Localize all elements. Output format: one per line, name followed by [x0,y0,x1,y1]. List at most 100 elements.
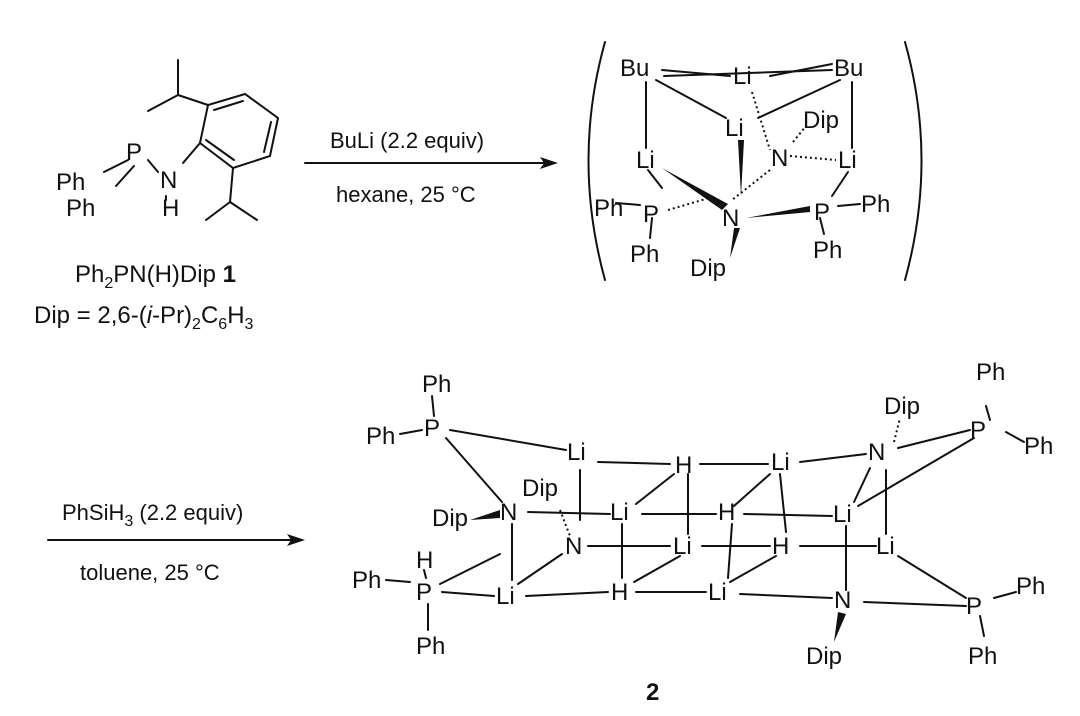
atom-li: Li [496,583,515,610]
bond [527,511,611,515]
bracket-left [587,41,606,281]
reaction-arrow-2: PhSiH3 (2.2 equiv) toluene, 25 °C [47,500,305,585]
isopropyl-bond [205,201,231,221]
phenyl-label: Ph [352,567,381,594]
bond [733,473,771,507]
bond [831,171,849,197]
hashed-bond [789,155,837,161]
dip-label: Dip [522,475,558,502]
atom-li: Li [708,579,727,606]
ring-double-bond [213,100,244,111]
bond [441,591,495,597]
bond [837,203,861,207]
atom-n: N [868,439,885,466]
atom-bu: Bu [834,55,863,82]
bond [663,69,833,77]
bond [1005,431,1025,443]
bond [517,553,563,585]
ring-double-bond [205,139,235,161]
atom-p: P [643,201,659,228]
atom-li: Li [610,499,629,526]
isopropyl-bond [229,167,234,203]
benzene-ring [198,92,280,170]
product-2-structure: Ph Ph P Li H Li N Dip Ph P Ph Dip Dip N … [352,359,1053,706]
atom-h: H [416,547,433,574]
wedge-bond [470,510,500,520]
atom-n: N [565,533,582,560]
bond [615,202,641,206]
p-n-bond [147,159,159,173]
atom-li: Li [567,439,586,466]
p-ph-bond [115,165,135,187]
atom-p: P [970,417,986,444]
bond [633,555,681,583]
bond [649,217,653,239]
step2-reagent: PhSiH3 (2.2 equiv) [62,500,243,530]
hashed-bond [751,91,771,151]
bond [819,217,825,235]
wedge-bond [738,140,744,196]
phenyl-label: Ph [416,633,445,660]
compound-1-structure: P N H Ph Ph [56,59,280,222]
bond [863,601,967,607]
bond [597,461,671,465]
step1-conditions: hexane, 25 °C [336,182,476,207]
bond [779,473,787,533]
phenyl-label: Ph [366,423,395,450]
phenyl-label: Ph [968,643,997,670]
bracket-right [904,41,923,281]
atom-h: H [772,533,789,560]
wedge-bond [834,612,846,642]
bond [385,579,411,583]
phenyl-label: Ph [1024,433,1053,460]
bond [423,569,427,579]
atom-n: N [160,167,177,194]
atom-p: P [966,593,982,620]
phenyl-label: Ph [422,371,451,398]
compound-1-name: Ph2PN(H)Dip 1 [75,261,236,292]
bond [897,429,971,449]
dip-label: Dip [432,505,468,532]
bond [743,513,833,517]
atom-n: N [771,145,788,172]
atom-li: Li [636,147,655,174]
phenyl-label: Ph [976,359,1005,386]
atom-p: P [424,415,440,442]
bond [729,555,777,583]
atom-h: H [611,579,628,606]
bond [525,591,609,597]
atom-n: N [500,499,517,526]
hashed-bond [893,417,901,443]
bond [853,467,871,503]
atom-li: Li [771,449,790,476]
phenyl-label: Ph [56,169,85,196]
lithium-intermediate: Bu Li Bu Li Dip Li N Li Ph P N P Ph Ph D… [587,41,923,282]
n-aryl-bond [182,142,201,164]
atom-li: Li [733,63,752,90]
bond [635,473,675,505]
dip-label: Dip [803,107,839,134]
atom-p: P [126,139,142,166]
phenyl-label: Ph [630,241,659,268]
wedge-bond [662,168,728,210]
compound-2-label: 2 [646,679,659,706]
phenyl-label: Ph [594,195,623,222]
bond [445,437,503,503]
atom-li: Li [838,147,857,174]
phenyl-label: Ph [861,191,890,218]
atom-h: H [718,499,735,526]
atom-h: H [162,195,179,222]
bond [799,453,867,463]
dip-label: Dip [690,255,726,282]
bond [979,615,985,637]
phenyl-label: Ph [1016,573,1045,600]
bond [769,63,833,77]
dip-label: Dip [884,393,920,420]
wedge-bond [746,206,810,218]
atom-n: N [722,205,739,232]
bond [449,429,567,451]
isopropyl-bond [229,201,258,221]
atom-p: P [814,199,830,226]
hashed-bond [731,169,771,201]
